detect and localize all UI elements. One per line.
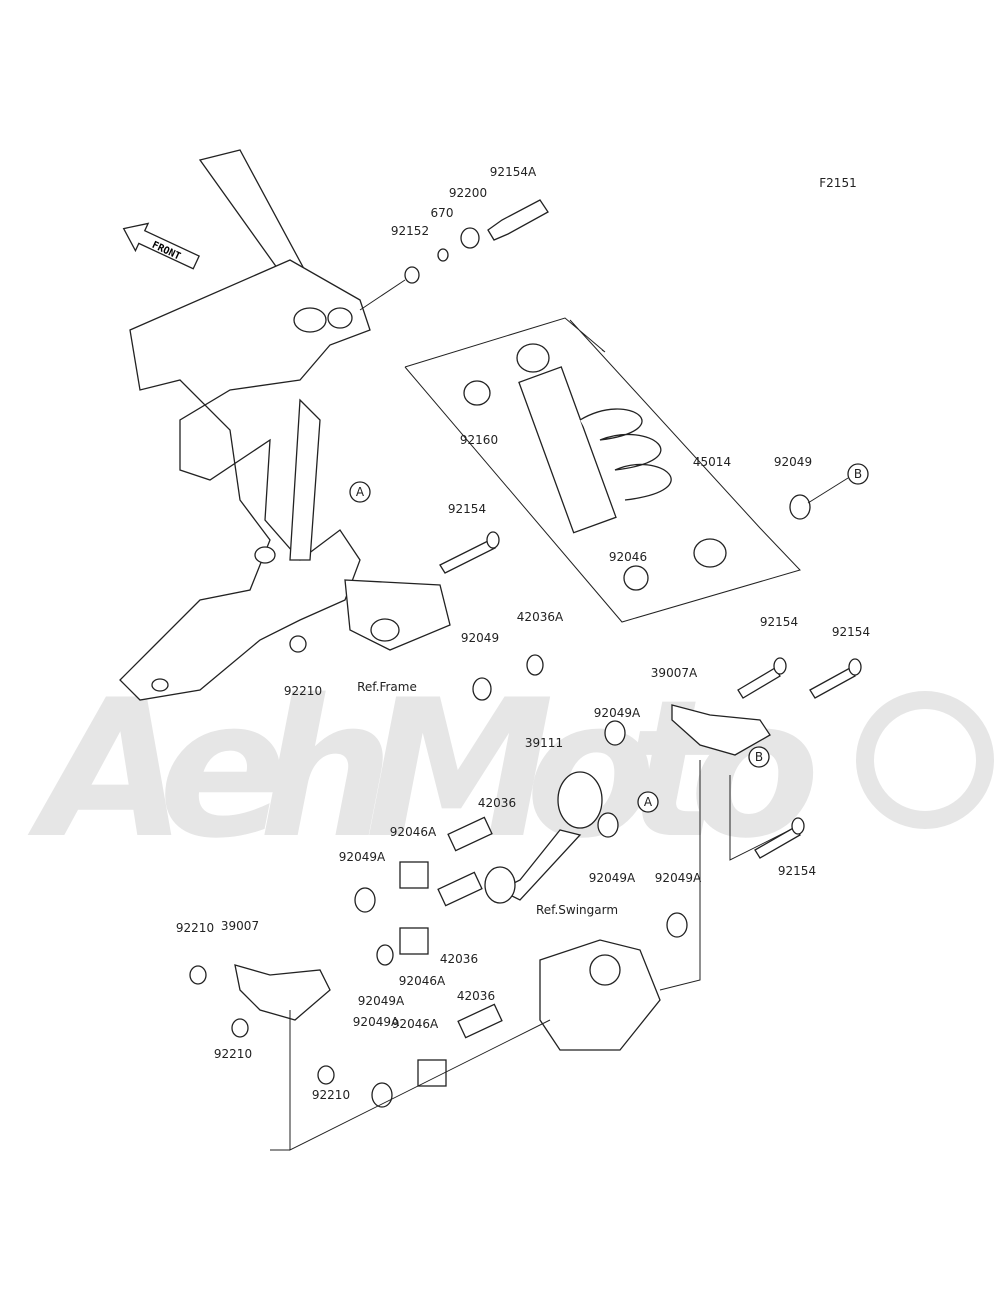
part-label: 42036	[457, 989, 495, 1003]
part-label: 92154	[448, 502, 486, 516]
part-label: 42036	[440, 952, 478, 966]
part-label: 92049A	[594, 706, 641, 720]
part-label: 39111	[525, 736, 563, 750]
linkage-assembly	[189, 704, 791, 1151]
part-label: 92152	[391, 224, 429, 238]
part-label: 92049A	[655, 871, 702, 885]
part-label: 92049A	[339, 850, 386, 864]
ref-frame-label: Ref.Frame	[357, 680, 417, 694]
part-label: 92154	[760, 615, 798, 629]
part-number-labels: F2151 92154A 92200 670 92152 92160 45014…	[176, 165, 870, 1102]
part-label: 39007	[221, 919, 259, 933]
part-label: 92154	[832, 625, 870, 639]
part-label: 42036	[478, 796, 516, 810]
part-label: 92046A	[399, 974, 446, 988]
callout-markers: B A A B	[349, 463, 869, 813]
ref-swingarm-label: Ref.Swingarm	[536, 903, 618, 917]
part-label: 92160	[460, 433, 498, 447]
bolts	[289, 531, 862, 859]
figure-code: F2151	[819, 176, 856, 190]
part-label: 670	[431, 206, 454, 220]
part-label: 92210	[284, 684, 322, 698]
svg-text:B: B	[755, 750, 763, 764]
part-label: 92049A	[358, 994, 405, 1008]
part-label: 39007A	[651, 666, 698, 680]
part-label: 92049	[461, 631, 499, 645]
part-label: 92210	[312, 1088, 350, 1102]
rear-shock-absorber	[404, 317, 849, 623]
svg-text:A: A	[644, 795, 653, 809]
part-label: 92154A	[490, 165, 537, 179]
part-label: 92046	[609, 550, 647, 564]
part-label: 92046A	[392, 1017, 439, 1031]
part-label: 92210	[176, 921, 214, 935]
front-arrow-icon: FRONT	[122, 222, 200, 270]
part-label: 92210	[214, 1047, 252, 1061]
part-label: 92154	[778, 864, 816, 878]
svg-text:B: B	[854, 467, 862, 481]
frame-illustration	[119, 149, 451, 701]
part-label: 92049A	[353, 1015, 400, 1029]
part-label: 45014	[693, 455, 731, 469]
upper-mount-hardware	[359, 199, 549, 311]
part-label: 92049	[774, 455, 812, 469]
part-label: 92046A	[390, 825, 437, 839]
part-label: 92200	[449, 186, 487, 200]
svg-text:A: A	[356, 485, 365, 499]
part-label: 92049A	[589, 871, 636, 885]
part-label: 42036A	[517, 610, 564, 624]
